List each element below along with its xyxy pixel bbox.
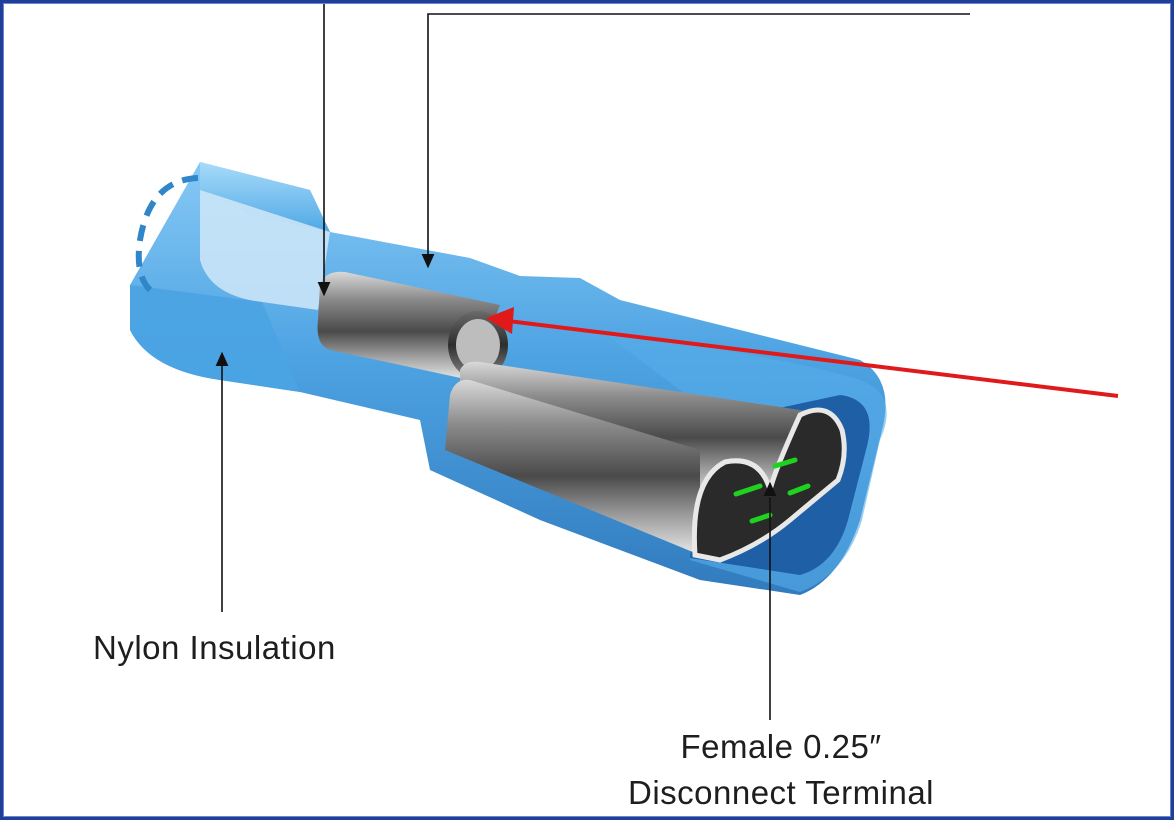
dashed-opening-outline: [135, 175, 199, 293]
metal-terminal: [317, 271, 847, 563]
red-pointer-arrow: [486, 307, 1119, 398]
female-terminal-label-line2: Disconnect Terminal: [627, 774, 935, 811]
female-terminal-label: Female 0.25″ Disconnect Terminal: [606, 724, 956, 816]
contact-highlight-dashes: [733, 457, 811, 524]
leader-sleeve-top: [421, 13, 970, 269]
leader-lines: [215, 0, 970, 720]
female-terminal-label-line1: Female 0.25″: [680, 728, 882, 765]
nylon-insulation-label: Nylon Insulation: [93, 629, 336, 666]
